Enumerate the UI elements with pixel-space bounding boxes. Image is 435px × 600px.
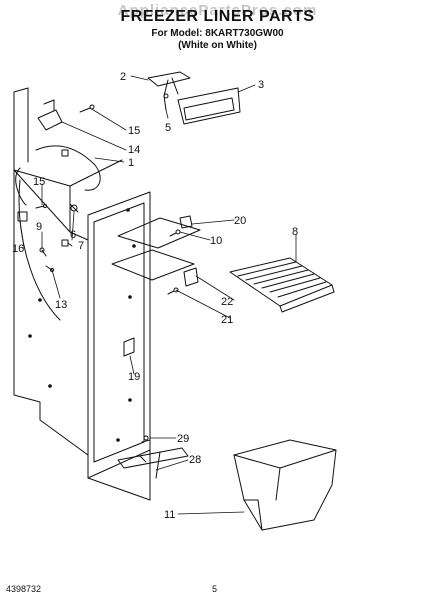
freezer-liner <box>13 87 123 456</box>
part-11-ice-bin <box>233 439 337 531</box>
color-line: (White on White) <box>178 40 257 51</box>
callout-6: 6 <box>70 229 76 241</box>
callout-15-left: 15 <box>33 176 45 188</box>
callout-28: 28 <box>189 454 201 466</box>
part-20-shelf-support <box>117 215 201 249</box>
part-5-screw <box>163 93 169 111</box>
doc-number: 4398732 <box>6 584 42 594</box>
part-3-damper-door <box>177 87 241 125</box>
part-19-bracket <box>123 337 135 357</box>
callouts: 2 3 5 15 14 1 15 9 6 7 16 13 20 10 8 22 … <box>12 71 298 521</box>
part-15-screw-top <box>79 104 95 113</box>
part-29-screw <box>141 435 151 443</box>
leader-lines <box>19 75 297 515</box>
callout-3: 3 <box>258 79 264 91</box>
callout-7: 7 <box>78 240 84 252</box>
part-15-screw-left <box>35 203 48 209</box>
part-10-screw <box>169 229 181 237</box>
part-2-hinge <box>147 71 191 97</box>
callout-29: 29 <box>177 433 189 445</box>
part-14-bracket <box>37 99 63 131</box>
callout-5: 5 <box>165 122 171 134</box>
part-22-shelf-support <box>111 249 199 287</box>
callout-16: 16 <box>12 243 24 255</box>
part-21-screw <box>167 287 179 295</box>
callout-15-top: 15 <box>128 125 140 137</box>
callout-8: 8 <box>292 226 298 238</box>
callout-11: 11 <box>164 509 175 521</box>
callout-1: 1 <box>128 157 134 169</box>
callout-21: 21 <box>221 314 233 326</box>
callout-20: 20 <box>234 215 246 227</box>
model-line: For Model: 8KART730GW00 <box>151 28 284 39</box>
part-16-clip <box>17 211 28 222</box>
page-number: 5 <box>212 584 218 594</box>
callout-22: 22 <box>221 296 233 308</box>
callout-9: 9 <box>36 221 42 233</box>
callout-13: 13 <box>55 299 67 311</box>
part-13-screw <box>45 265 54 272</box>
part-6-bracket <box>69 203 79 213</box>
watermark-text: AppliancePartsPros.com <box>117 2 318 19</box>
callout-19: 19 <box>128 371 140 383</box>
liner-side-panel <box>28 191 151 501</box>
callout-2: 2 <box>120 71 126 83</box>
diagram-title: FREEZER LINER PARTS <box>120 8 315 25</box>
part-8-wire-shelf <box>229 257 335 313</box>
callout-10: 10 <box>210 235 222 247</box>
callout-14: 14 <box>128 144 140 156</box>
part-28-rail <box>117 447 189 479</box>
